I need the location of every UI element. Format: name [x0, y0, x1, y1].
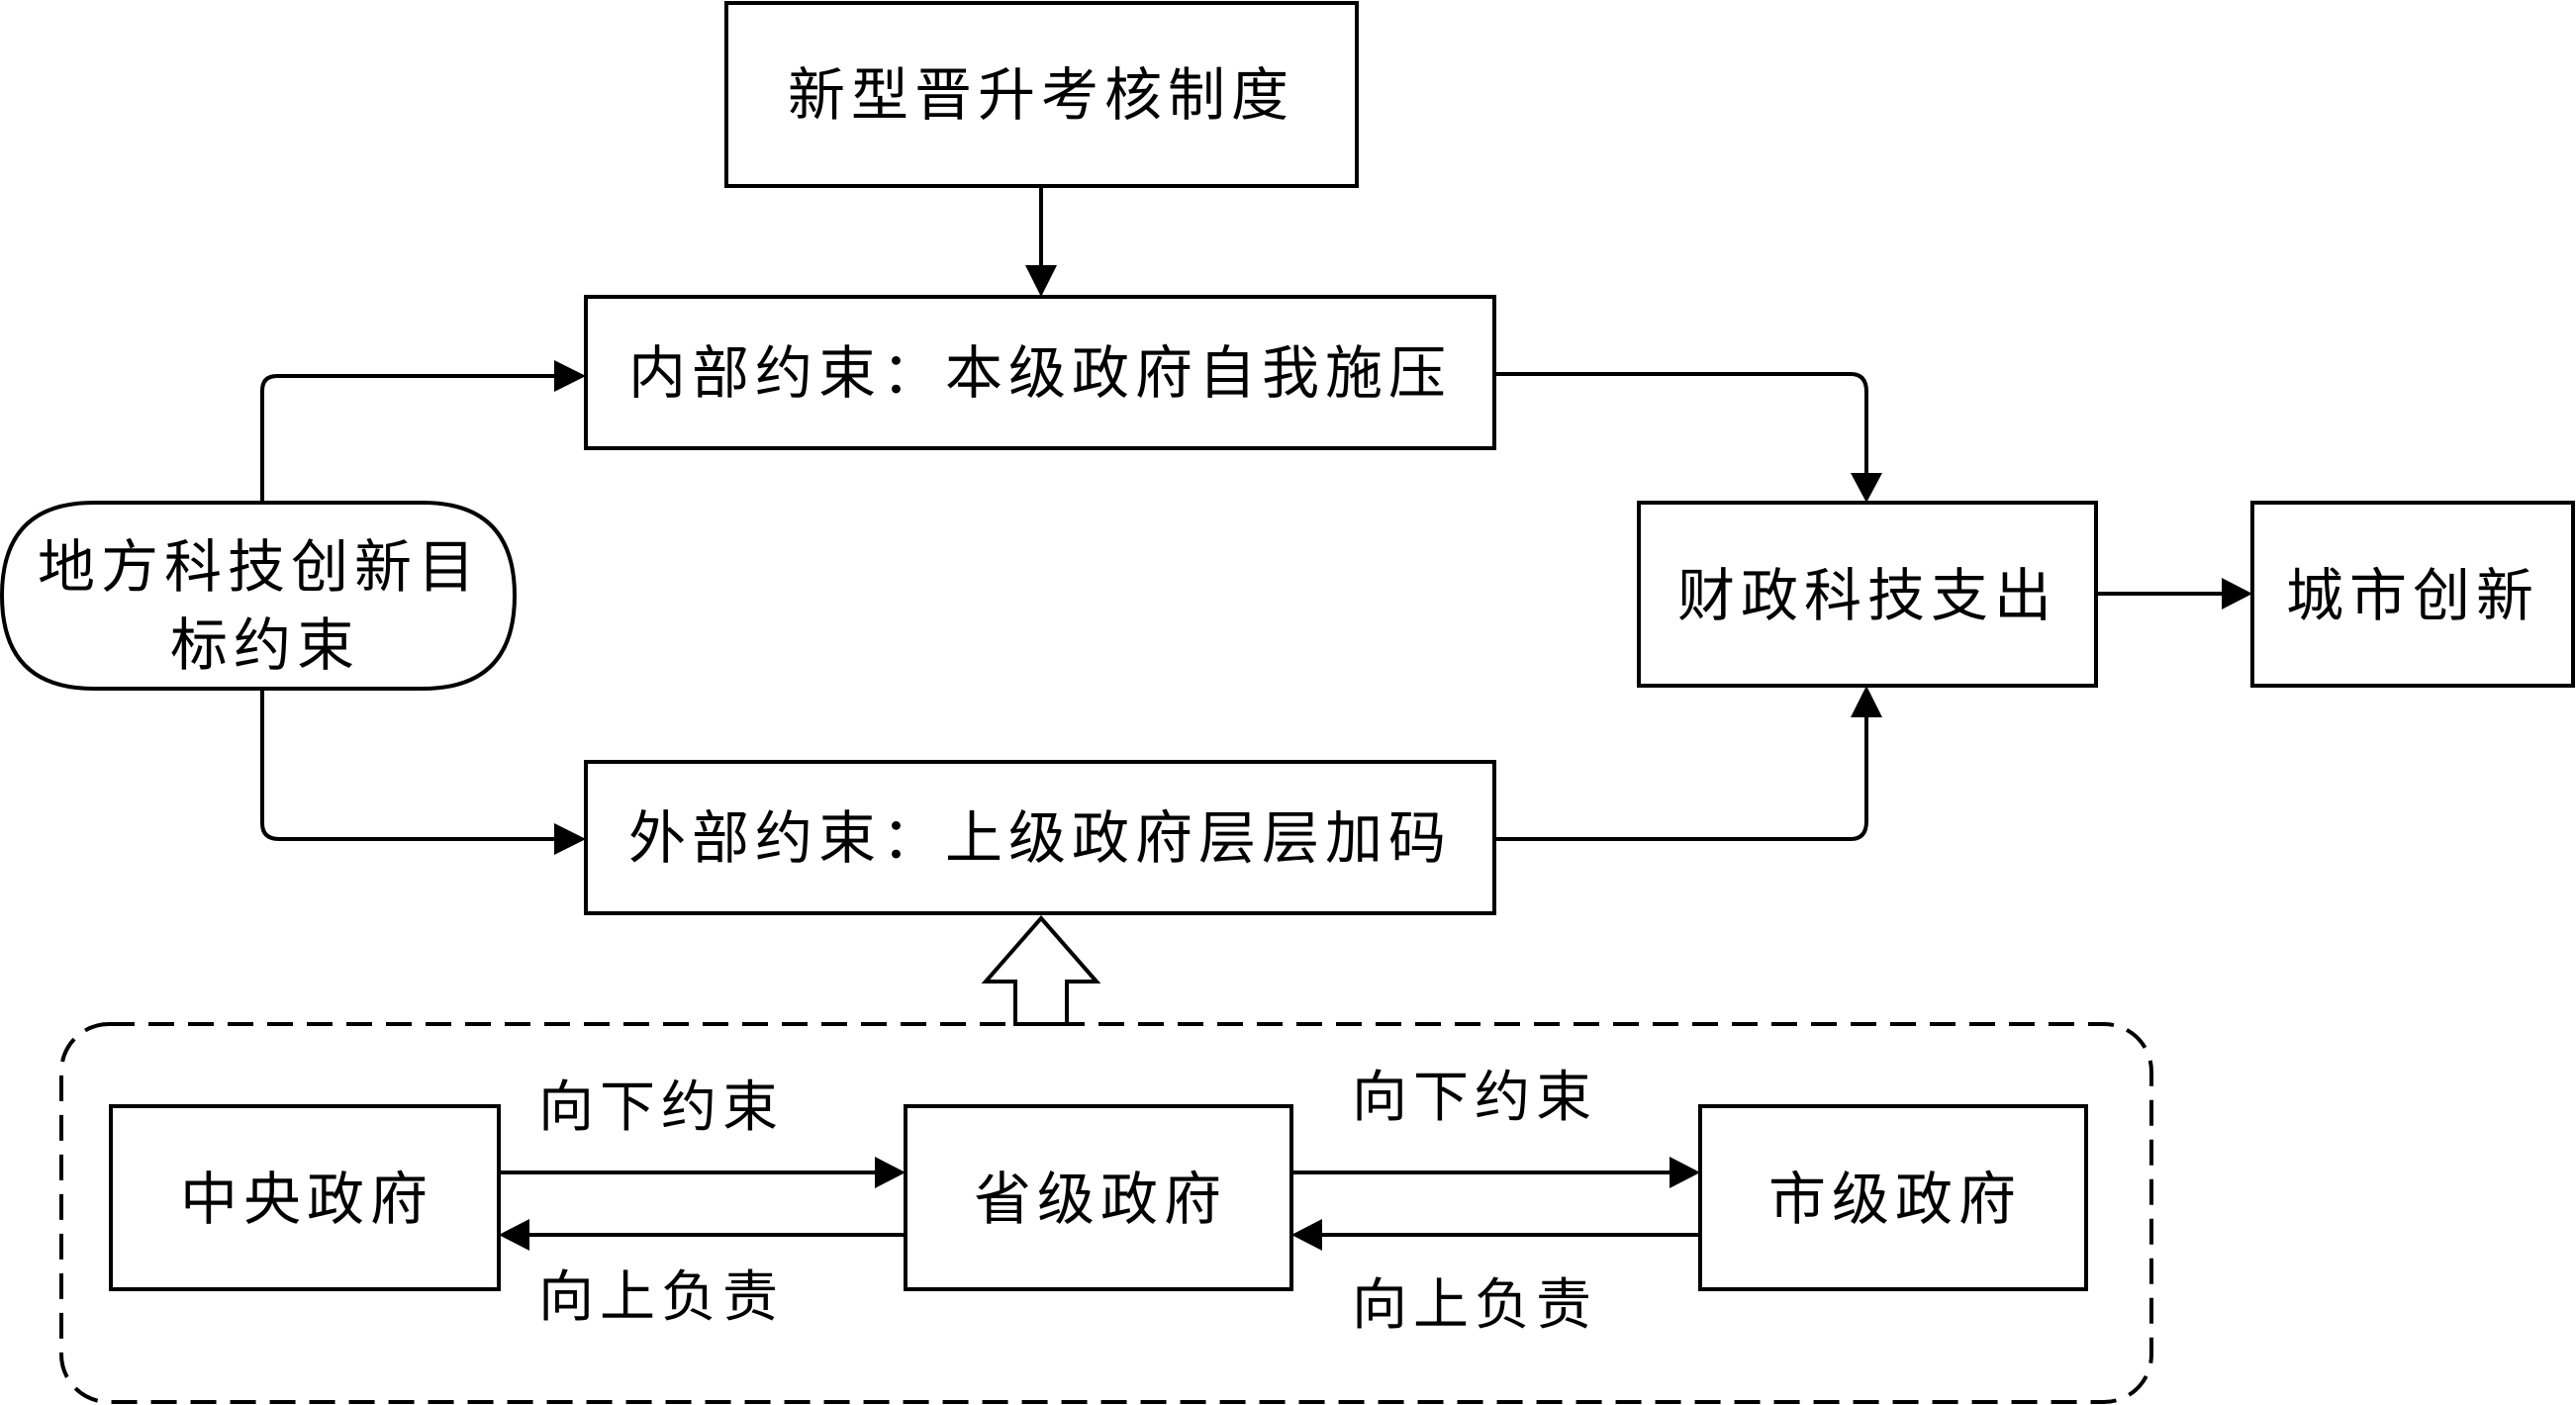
block-arrow-up-icon [981, 914, 1101, 1026]
box-central: 中央政府 [109, 1104, 501, 1291]
box-internal: 内部约束：本级政府自我施压 [584, 295, 1496, 450]
node-local-line2: 标约束 [170, 611, 360, 679]
box-municipal: 市级政府 [1698, 1104, 2088, 1291]
government-hierarchy-frame [59, 1022, 2153, 1404]
edge-label-up-1: 向上负责 [538, 1265, 784, 1330]
box-municipal-label: 市级政府 [1768, 1166, 2022, 1233]
box-internal-label: 内部约束：本级政府自我施压 [628, 339, 1452, 407]
box-top: 新型晋升考核制度 [724, 1, 1359, 188]
edge-label-down-2: 向下约束 [1352, 1066, 1597, 1130]
box-top-label: 新型晋升考核制度 [788, 61, 1294, 129]
box-external-label: 外部约束：上级政府层层加码 [628, 804, 1452, 872]
arrow-local-to-internal [260, 374, 554, 503]
arrowheads [499, 265, 2252, 1251]
box-city-label: 城市创新 [2286, 562, 2539, 629]
box-fiscal-label: 财政科技支出 [1677, 562, 2057, 629]
edge-label-down-1: 向下约束 [538, 1076, 784, 1140]
box-city: 城市创新 [2250, 501, 2575, 688]
box-provincial-label: 省级政府 [974, 1166, 1227, 1233]
node-local-target: 地方科技创新目 标约束 [0, 501, 518, 691]
arrow-internal-to-fiscal [1494, 372, 1868, 473]
box-fiscal: 财政科技支出 [1637, 501, 2098, 688]
edge-label-up-2: 向上负责 [1352, 1273, 1597, 1338]
box-external: 外部约束：上级政府层层加码 [584, 760, 1496, 915]
node-local-line1: 地方科技创新目 [38, 533, 481, 601]
box-central-label: 中央政府 [180, 1166, 433, 1233]
arrow-local-to-external [260, 689, 554, 841]
arrow-external-to-fiscal [1494, 717, 1868, 841]
box-provincial: 省级政府 [904, 1104, 1293, 1291]
